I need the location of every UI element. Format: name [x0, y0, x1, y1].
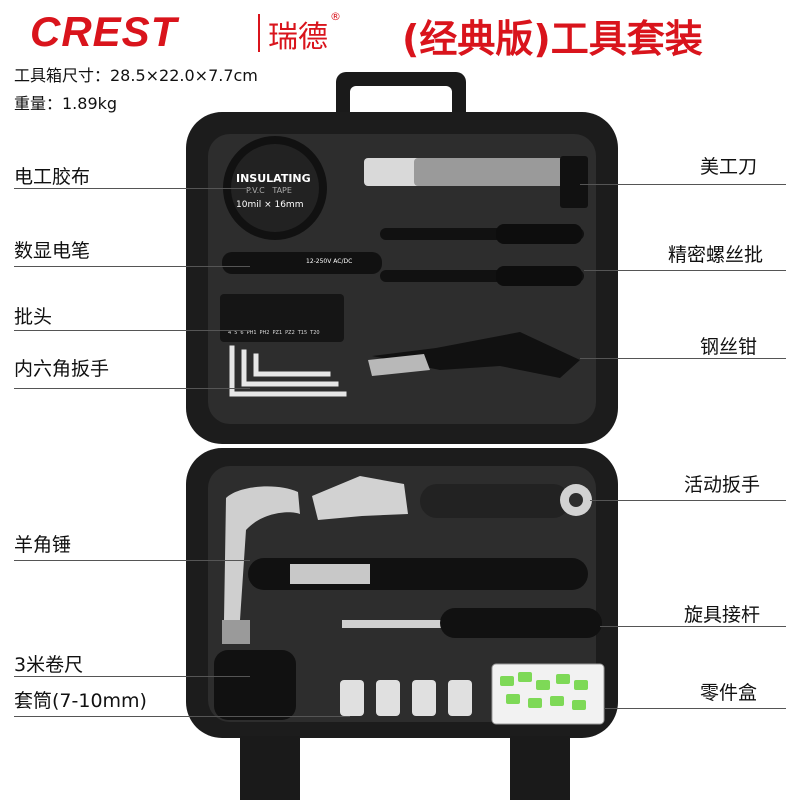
leader-utility-knife: [580, 184, 786, 185]
bit-label: T15: [297, 330, 308, 336]
label-sockets: 套筒(7-10mm): [14, 690, 147, 712]
tape-label-line2: P.V.C TAPE: [246, 186, 292, 195]
leader-sockets: [14, 716, 350, 717]
tape-label-line1: INSULATING: [236, 172, 311, 185]
label-tape-measure: 3米卷尺: [14, 654, 84, 676]
leader-bits: [14, 330, 250, 331]
adjustable-wrench: [312, 476, 592, 520]
brand-name-cn: 瑞德: [268, 20, 328, 55]
bit-label: 6: [240, 330, 244, 336]
bit-holder: [220, 294, 344, 342]
leader-extension-bar: [600, 626, 786, 627]
voltage-pen: [222, 252, 382, 274]
label-utility-knife: 美工刀: [700, 156, 758, 178]
pen-label: 12-250V AC/DC: [306, 258, 353, 265]
leader-voltage-pen: [14, 266, 250, 267]
parts-box: [491, 663, 605, 725]
label-extension-bar: 旋具接杆: [684, 604, 761, 626]
label-hex-keys: 内六角扳手: [14, 358, 110, 380]
pliers: [368, 332, 580, 378]
bit-label: PH2: [259, 330, 270, 336]
leader-electrical-tape: [14, 188, 250, 189]
label-voltage-pen: 数显电笔: [14, 240, 91, 262]
label-electrical-tape: 电工胶布: [14, 166, 91, 188]
bit-label: PH1: [246, 330, 257, 336]
spec-size: 工具箱尺寸：28.5×22.0×7.7cm: [14, 66, 258, 85]
bit-label: PZ2: [285, 330, 295, 336]
tape-measure: [214, 650, 296, 720]
label-adjustable-wrench: 活动扳手: [684, 474, 761, 496]
leader-pliers: [580, 358, 786, 359]
brand-divider: [258, 14, 260, 52]
brand-logo: CREST: [30, 8, 178, 55]
label-precision-screwdrivers: 精密螺丝批: [668, 244, 764, 266]
leader-precision-screwdrivers: [584, 270, 786, 271]
extension-bar: [342, 608, 602, 638]
tape-label-line3: 10mil × 16mm: [236, 200, 304, 210]
leader-parts-box: [604, 708, 786, 709]
bit-label: T20: [310, 330, 320, 336]
leader-hex-keys: [14, 388, 250, 389]
bit-label: PZ1: [272, 330, 283, 336]
label-pliers: 钢丝钳: [700, 336, 758, 358]
spec-weight: 重量：1.89kg: [14, 94, 118, 113]
bit-label: 5: [234, 330, 238, 336]
bit-label: 4: [228, 330, 232, 336]
label-parts-box: 零件盒: [700, 682, 758, 704]
socket-set: [340, 680, 472, 716]
claw-hammer: [222, 486, 588, 644]
label-claw-hammer: 羊角锤: [14, 534, 72, 556]
label-bits: 批头: [14, 306, 53, 328]
registered-mark: ®: [330, 10, 341, 23]
page-title: (经典版)工具套装: [402, 17, 703, 61]
leader-claw-hammer: [14, 560, 250, 561]
hex-keys: [229, 345, 347, 397]
leader-tape-measure: [14, 676, 250, 677]
leader-adjustable-wrench: [590, 500, 786, 501]
